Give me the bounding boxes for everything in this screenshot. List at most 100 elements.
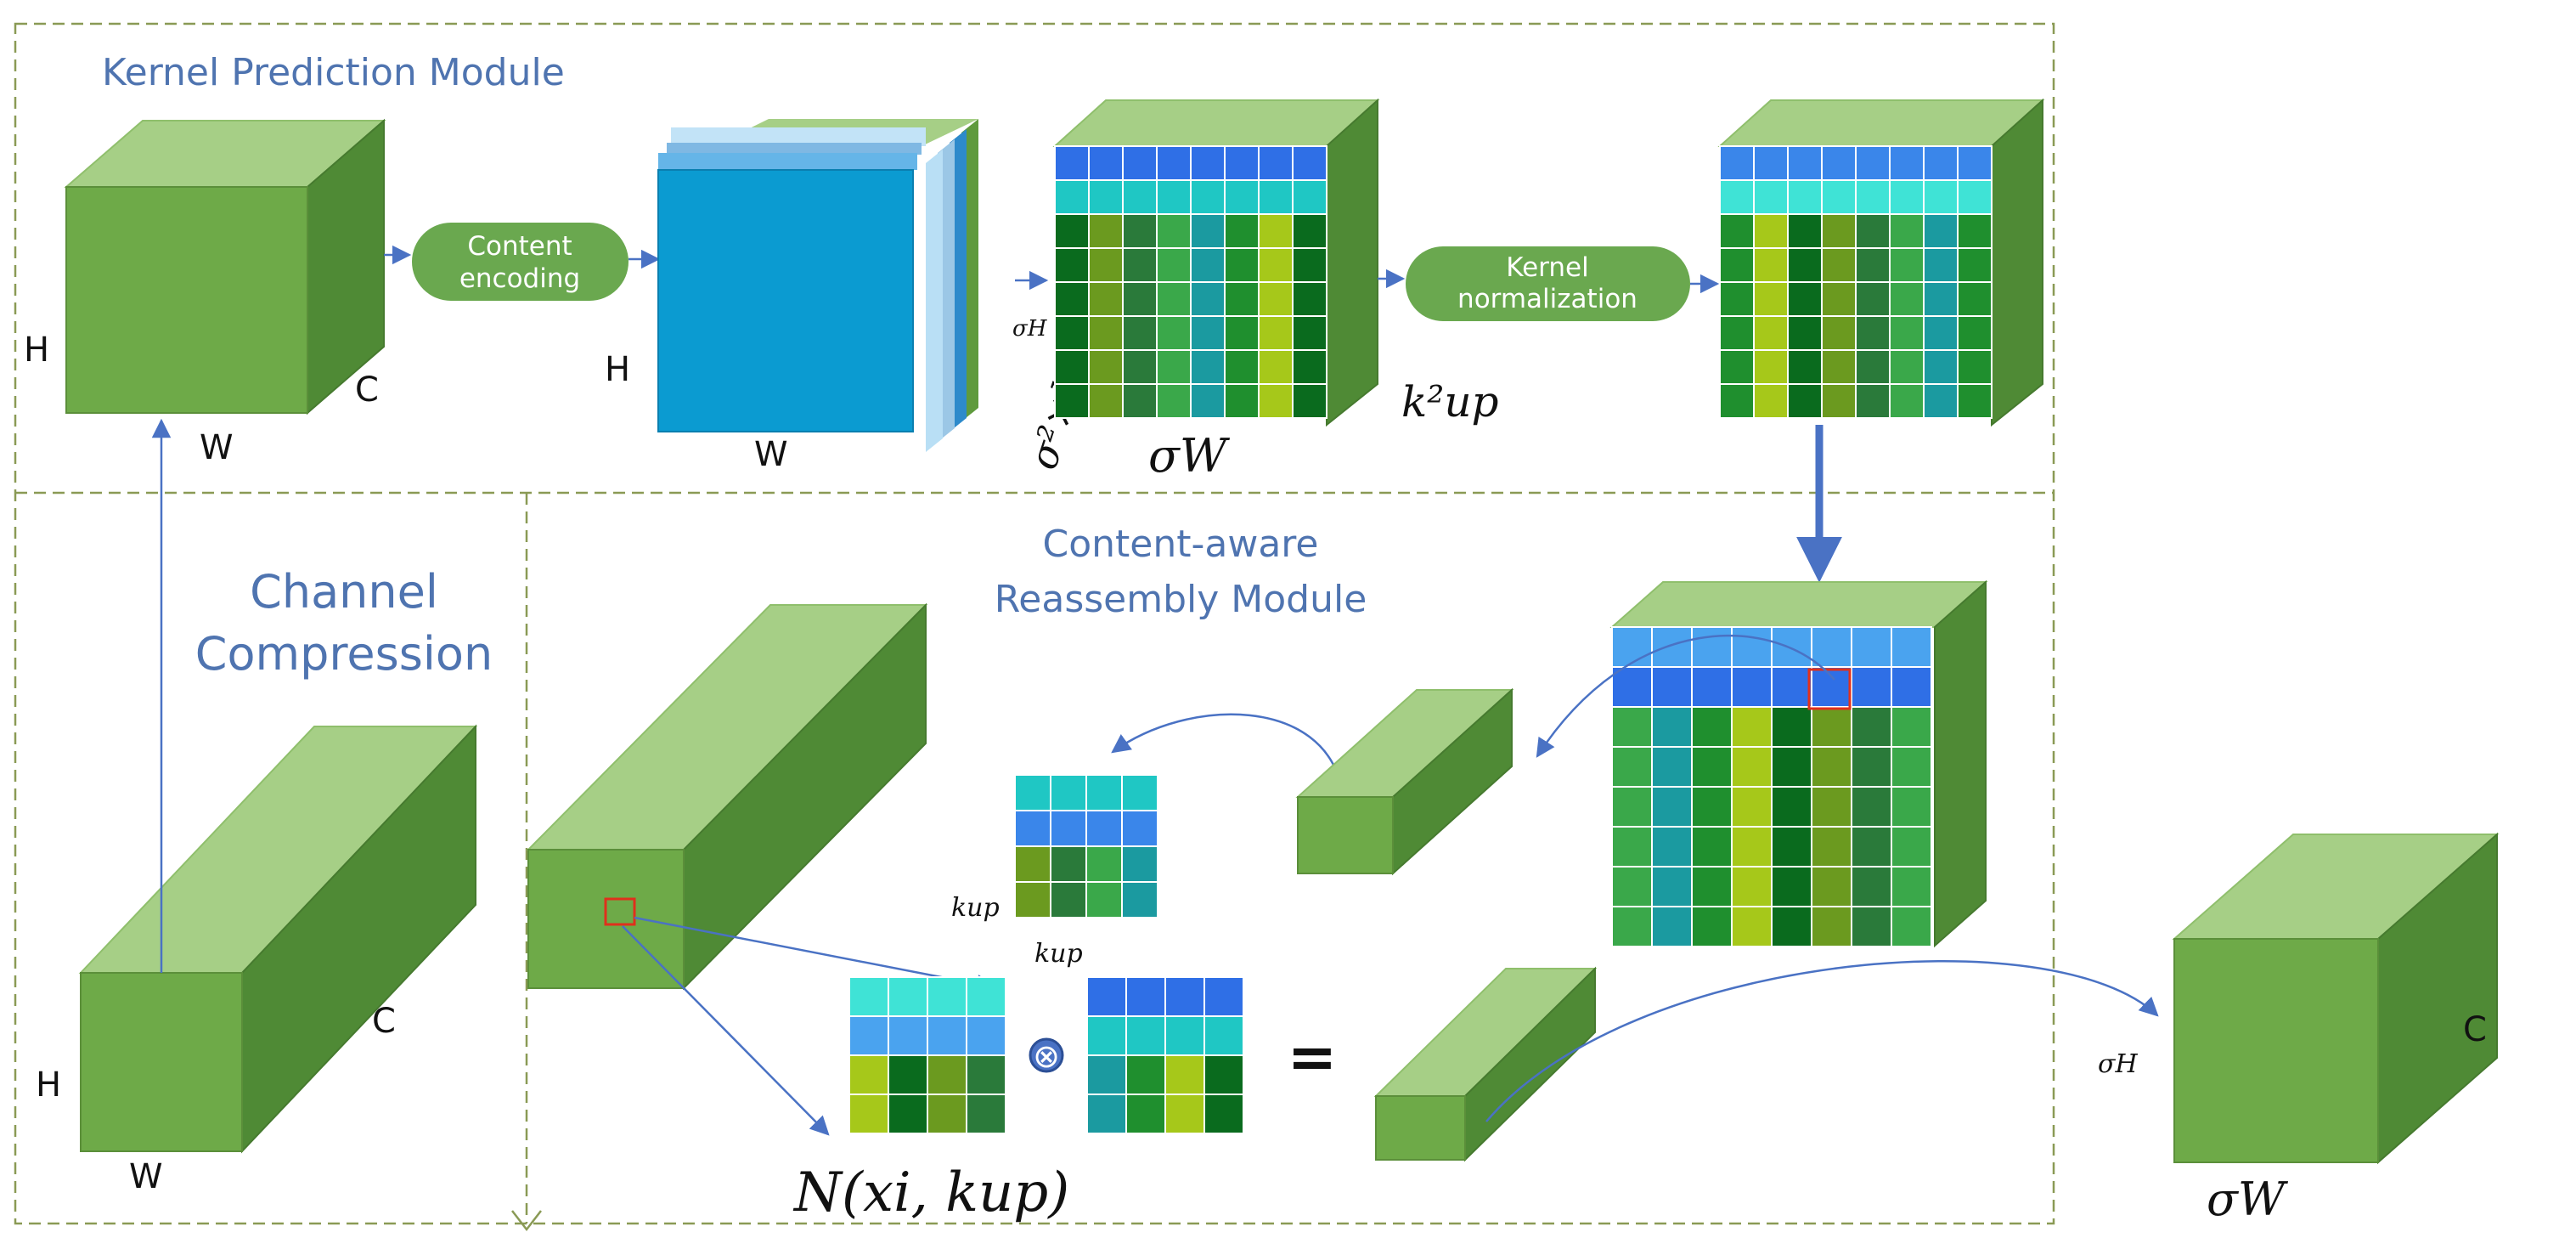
equals-sign: = (1288, 1022, 1338, 1092)
normalized-kernel-grid (1719, 145, 1993, 419)
kernel-cell (1050, 774, 1087, 811)
kernel-cell (1054, 213, 1090, 249)
kernel-cell (1787, 247, 1823, 283)
kernel-cell (1054, 281, 1090, 317)
kernel-cell (1122, 179, 1158, 215)
kernel-cell (1731, 626, 1773, 668)
kernel-cell (1086, 1015, 1127, 1056)
neighborhood-label: N(xi, kup) (792, 1161, 1069, 1224)
kernel-cell (1121, 774, 1158, 811)
kernel-cell (1014, 774, 1051, 811)
kernel-cell (1050, 845, 1087, 883)
kernel-cell (1258, 213, 1294, 249)
kernel-normalization-label-line1: Kernel (1506, 252, 1588, 283)
kernel-cell (1753, 281, 1789, 317)
kernel-cell (1014, 810, 1051, 847)
kernel-cell (1787, 315, 1823, 351)
kernel-cell (1156, 383, 1192, 419)
kernel-cell (1855, 315, 1891, 351)
kernel-cell (1691, 626, 1733, 668)
kernel-cell (1292, 383, 1327, 419)
kernel-cell (966, 1015, 1006, 1056)
kernel-cell (888, 1094, 928, 1134)
kernel-cell (1190, 315, 1226, 351)
kernel-cell (1190, 247, 1226, 283)
kernel-cell (1787, 281, 1823, 317)
kernel-normalization-label-line2: normalization (1457, 284, 1637, 314)
kernel-normalization-op (1406, 246, 1690, 321)
kernel-cell (1122, 281, 1158, 317)
arrow-location-to-kernel (634, 916, 996, 994)
kernel-cell (1611, 626, 1653, 668)
kernel-sigmaH-label: σH (1012, 316, 1048, 342)
kernel-cell (1258, 349, 1294, 385)
kernel-cell (1891, 626, 1932, 668)
compression-input-cube (78, 724, 478, 1154)
kernel-cell (1651, 706, 1693, 748)
kernel-cell (1851, 706, 1892, 748)
neighborhood-grid (848, 976, 1006, 1134)
kernel-cell (1088, 315, 1124, 351)
kernel-cell (1851, 626, 1892, 668)
kernel-cell (1923, 315, 1959, 351)
kernel-cell (1156, 179, 1192, 215)
kernel-cell (1122, 383, 1158, 419)
kernel-cell (1923, 179, 1959, 215)
kernel-cell (1771, 746, 1812, 788)
kernel-cell (1771, 906, 1812, 947)
compression-width-label: W (129, 1157, 163, 1196)
encoded-height-label: H (605, 350, 630, 389)
kernel-cell (1889, 383, 1925, 419)
predicted-kernel-grid (1054, 145, 1327, 419)
kernel-cell (1719, 247, 1755, 283)
kernel-cell (1050, 810, 1087, 847)
kernel-cell (1889, 247, 1925, 283)
arrow-location-to-neighborhood (622, 925, 830, 1136)
kernel-cell (1855, 281, 1891, 317)
kernel-cell (1085, 810, 1123, 847)
kernel-cell (1923, 145, 1959, 181)
kernel-cell (1753, 179, 1789, 215)
kernel-cell (1923, 383, 1959, 419)
kernel-prediction-module-title: Kernel Prediction Module (102, 51, 565, 94)
kernel-cell (1121, 881, 1158, 918)
kernel-cell (1771, 626, 1812, 668)
encoded-kernel-stack (657, 119, 978, 452)
kernel-cell (1611, 786, 1653, 828)
kernel-cell (1088, 281, 1124, 317)
kernel-cell (1957, 145, 1993, 181)
kernel-cell (1855, 179, 1891, 215)
kernel-cell (1611, 746, 1653, 788)
kernel-cell (1611, 706, 1653, 748)
kernel-cell (1611, 826, 1653, 868)
kernel-cell (1088, 247, 1124, 283)
kernel-cell (1855, 383, 1891, 419)
arrow-bar-to-small-kernel (1111, 713, 1344, 791)
arrow-to-output (1485, 960, 2159, 1122)
kernel-cell (1054, 179, 1090, 215)
kernel-cell (1054, 383, 1090, 419)
kernel-cell (1258, 145, 1294, 181)
outer-dashed-frame (14, 22, 2055, 1225)
kernel-cell (1691, 706, 1733, 748)
kernel-cell (1957, 247, 1993, 283)
kernel-vector-bar (1295, 687, 1514, 876)
kernel-cell (1086, 1094, 1127, 1134)
arrow-kernel-to-bar (1536, 634, 1835, 758)
kernel-cell (1923, 349, 1959, 385)
kernel-cell (1811, 746, 1852, 788)
kernel-cell (848, 976, 889, 1017)
kernel-cell (1292, 315, 1327, 351)
kernel-cell (1719, 315, 1755, 351)
kernel-cell (1203, 1054, 1244, 1095)
kernel-cell (927, 1015, 967, 1056)
kernel-cell (1085, 845, 1123, 883)
kernel-cell (1088, 383, 1124, 419)
kernel-cell (1719, 213, 1755, 249)
kernel-cell (1787, 179, 1823, 215)
kernel-cell (848, 1054, 889, 1095)
kernel-cell (1224, 145, 1260, 181)
kernel-cell (1088, 145, 1124, 181)
kernel-cell (1731, 866, 1773, 907)
